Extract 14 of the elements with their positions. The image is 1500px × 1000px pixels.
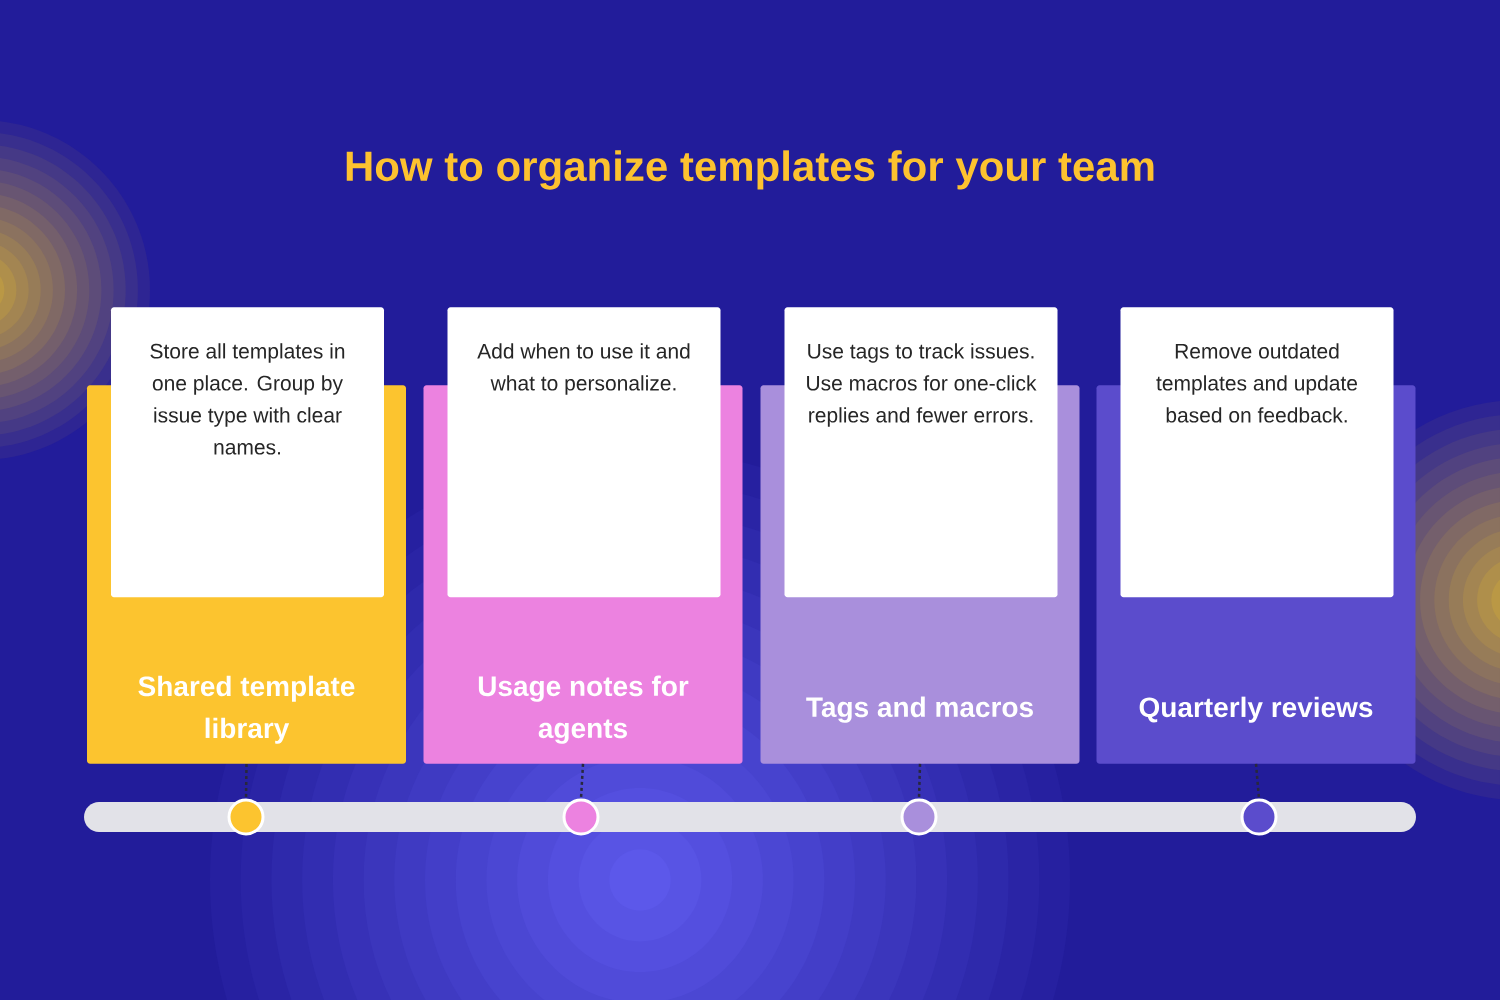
timeline-dot xyxy=(562,798,600,836)
description-box: Add when to use it and what to personalize. xyxy=(447,307,721,598)
connector-line xyxy=(244,763,248,799)
timeline-bar xyxy=(84,802,1416,832)
connector-line xyxy=(1254,763,1261,799)
description-box: Store all templates in one place. Group by issue type with clear names. xyxy=(111,307,384,598)
timeline-dot xyxy=(1240,798,1278,836)
connector-line xyxy=(579,763,585,799)
timeline-dot xyxy=(227,798,265,836)
description-box: Remove outdated templates and update based on feedback. xyxy=(1120,307,1394,598)
title: How to organize templates for your team xyxy=(346,150,1154,190)
connector-line xyxy=(917,763,922,799)
timeline-dot xyxy=(900,798,938,836)
description-box: Use tags to track issues. Use macros for one-click replies and fewer errors. xyxy=(784,307,1058,598)
